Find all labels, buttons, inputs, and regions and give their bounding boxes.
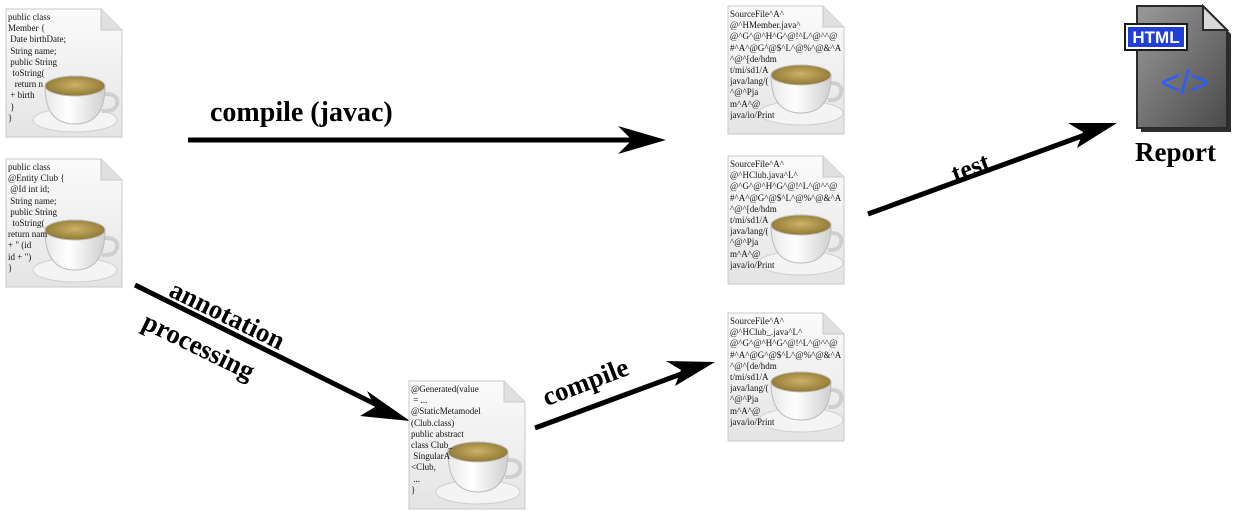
code-line: public abstract [411, 428, 464, 439]
html-report-icon: HTML </> [1124, 3, 1231, 132]
code-line: SourceFile^A^ [730, 159, 784, 169]
code-line: ... [411, 473, 420, 484]
arrow-compile [534, 367, 693, 431]
club-source-code: public class @Entity Club { @Id int id; … [8, 162, 120, 274]
code-line: public class [8, 12, 51, 22]
code-line: ^@^[de/hdm [730, 203, 777, 214]
code-glyph-icon: </> [1160, 64, 1209, 102]
code-line: @^G^@^H^G^@!^L^@^^@ [730, 31, 838, 42]
code-line: (Club.class) [411, 417, 455, 428]
code-line: @^HClub.java^L^ [730, 170, 798, 181]
arrowhead-test [1068, 123, 1117, 148]
club-class-file: SourceFile^A^ @^HClub.java^L^ @^G^@^H^G^… [727, 155, 845, 285]
code-line: @^G^@^H^G^@!^L^@^^@ [730, 338, 838, 349]
code-line: java/lang/( [730, 383, 769, 394]
code-line: class Club_ [411, 440, 453, 451]
club-metamodel-source-file: @Generated(value = ... @StaticMetamodel … [408, 380, 526, 510]
coffee-cup-icon [435, 441, 523, 505]
code-line: + " (id [8, 240, 32, 251]
code-line: java/io/Print [730, 259, 775, 270]
code-line: ^@^[de/hdm [730, 53, 777, 64]
code-line: @^HClub_.java^L^ [730, 327, 803, 338]
code-line: } [411, 484, 416, 495]
java-file-icon [727, 312, 845, 442]
club-class-bytes: SourceFile^A^ @^HClub.java^L^ @^G^@^H^G^… [730, 159, 842, 271]
code-line: SingularA [411, 451, 451, 462]
code-line: ^@^[de/hdm [730, 360, 777, 371]
coffee-cup-icon [758, 371, 844, 433]
code-line: SourceFile^A^ [730, 9, 784, 19]
code-line: return n [8, 79, 43, 90]
java-file-icon [727, 155, 845, 285]
code-line: Date birthDate; [8, 34, 66, 45]
coffee-cup-icon [758, 64, 844, 126]
code-line: java/io/Print [730, 109, 775, 120]
coffee-cup-icon [758, 214, 844, 276]
club-java-source-file: public class @Entity Club { @Id int id; … [5, 158, 123, 288]
coffee-cup-icon [32, 219, 120, 283]
club-metamodel-class-file: SourceFile^A^ @^HClub_.java^L^ @^G^@^H^G… [727, 312, 845, 442]
code-line: #^A^@G^@$^L^@%^@&^A [730, 42, 842, 53]
code-line: + birth [8, 90, 35, 101]
code-line: public class [8, 162, 51, 172]
code-line: ^@^Pja [730, 87, 759, 98]
java-file-icon [5, 8, 123, 138]
arrowhead-annotation-processing [360, 391, 410, 421]
code-line: public String [8, 206, 57, 217]
member-java-source-file: public class Member { Date birthDate; St… [5, 8, 123, 138]
code-line: String name; [8, 195, 57, 206]
code-line: ^@^Pja [730, 237, 759, 248]
arrowhead-compile [666, 361, 715, 386]
java-file-icon [5, 158, 123, 288]
report-badge: HTML [1132, 28, 1179, 47]
code-line: String name; [8, 45, 57, 56]
code-line: } [8, 262, 13, 273]
arrow-annotation-processing [133, 282, 389, 413]
code-line: @^G^@^H^G^@!^L^@^^@ [730, 181, 838, 192]
report-label: Report [1135, 137, 1216, 167]
code-line: java/io/Print [730, 416, 775, 427]
code-line: m^A^@ [730, 248, 761, 259]
code-line: @^HMember.java^ [730, 20, 801, 31]
code-line: SourceFile^A^ [730, 316, 784, 326]
code-line: toString( [8, 68, 45, 79]
java-file-icon [727, 5, 845, 135]
code-line: ^@^Pja [730, 394, 759, 405]
club-metamodel-source-code: @Generated(value = ... @StaticMetamodel … [411, 384, 523, 496]
code-line: return nam [8, 229, 48, 240]
code-line: m^A^@ [730, 405, 761, 416]
code-line: id + ") [8, 251, 32, 262]
code-line: t/mi/sd1/A [730, 215, 769, 226]
arrowhead-compile-javac [618, 126, 666, 154]
member-class-file: SourceFile^A^ @^HMember.java^ @^G^@^H^G^… [727, 5, 845, 135]
code-line: toString( [8, 218, 45, 229]
code-line: @Entity Club { [8, 173, 65, 184]
code-line: } [8, 112, 13, 123]
code-line: #^A^@G^@$^L^@%^@&^A [730, 349, 842, 360]
code-line: @StaticMetamodel [411, 406, 481, 417]
code-line: } [8, 101, 15, 112]
arrow-test [867, 129, 1094, 217]
code-line: @Id int id; [8, 184, 50, 195]
member-class-bytes: SourceFile^A^ @^HMember.java^ @^G^@^H^G^… [730, 9, 842, 121]
code-line: java/lang/( [730, 76, 769, 87]
code-line: public String [8, 56, 57, 67]
code-line: @Generated(value [411, 384, 479, 394]
code-line: <Club, [411, 462, 436, 473]
java-file-icon [408, 380, 526, 510]
coffee-cup-icon [32, 75, 120, 133]
member-source-code: public class Member { Date birthDate; St… [8, 12, 120, 124]
code-line: m^A^@ [730, 98, 761, 109]
edge-label-compile-javac: compile (javac) [210, 97, 393, 128]
code-line: Member { [8, 23, 46, 34]
html-report: HTML </> Report [1115, 2, 1235, 172]
club-metamodel-class-bytes: SourceFile^A^ @^HClub_.java^L^ @^G^@^H^G… [730, 316, 842, 428]
code-line: t/mi/sd1/A [730, 372, 769, 383]
code-line: #^A^@G^@$^L^@%^@&^A [730, 192, 842, 203]
code-line: = ... [411, 395, 428, 406]
code-line: t/mi/sd1/A [730, 65, 769, 76]
code-line: java/lang/( [730, 226, 769, 237]
